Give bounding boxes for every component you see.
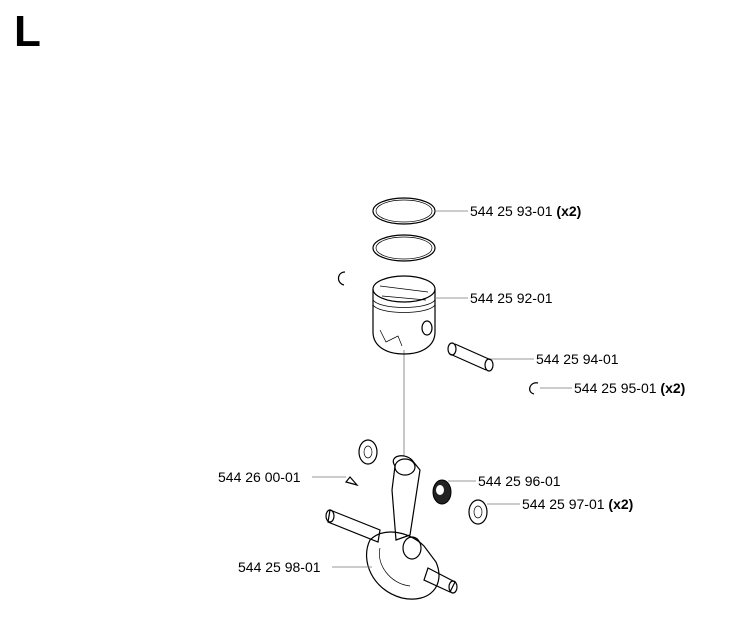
part-label-piston: 544 25 92-01 (470, 290, 553, 306)
part-label-needle-bearing: 544 25 96-01 (478, 473, 561, 489)
part-quantity: (x2) (556, 203, 582, 219)
part-number: 544 25 97-01 (522, 496, 605, 512)
part-label-circlip: 544 25 95-01 (x2) (574, 380, 685, 396)
part-label-piston-ring: 544 25 93-01 (x2) (470, 203, 581, 219)
section-letter: L (14, 7, 41, 56)
thrust-washer-lower-drawing (468, 499, 488, 525)
needle-bearing-drawing (432, 479, 452, 505)
part-label-piston-pin: 544 25 94-01 (536, 351, 619, 367)
piston-ring-upper-drawing (372, 197, 436, 225)
part-number: 544 25 93-01 (470, 203, 553, 219)
piston-pin-drawing (447, 342, 494, 372)
crankshaft-drawing (325, 455, 458, 600)
part-label-thrust-washer: 544 25 97-01 (x2) (522, 496, 633, 512)
part-label-key: 544 26 00-01 (218, 469, 301, 485)
circlip-right-drawing (529, 382, 539, 395)
part-number: 544 26 00-01 (218, 469, 301, 485)
key-drawing (344, 476, 359, 487)
part-number: 544 25 92-01 (470, 290, 553, 306)
part-label-crankshaft: 544 25 98-01 (238, 559, 321, 575)
part-number: 544 25 94-01 (536, 351, 619, 367)
part-number: 544 25 96-01 (478, 473, 561, 489)
part-quantity: (x2) (660, 380, 686, 396)
piston-drawing (372, 275, 436, 355)
part-quantity: (x2) (608, 496, 634, 512)
piston-ring-lower-drawing (372, 234, 436, 262)
circlip-left-drawing (337, 271, 346, 286)
thrust-washer-upper-drawing (358, 439, 378, 465)
part-number: 544 25 95-01 (574, 380, 657, 396)
part-number: 544 25 98-01 (238, 559, 321, 575)
